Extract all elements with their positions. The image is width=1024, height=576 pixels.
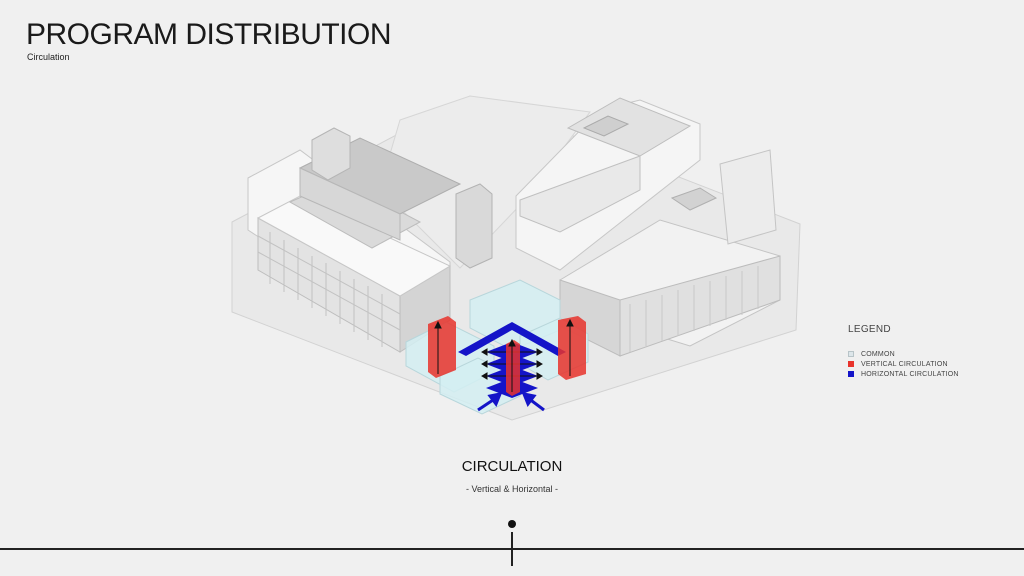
- legend-item-horizontal: HORIZONTAL CIRCULATION: [848, 369, 959, 379]
- legend-title: LEGEND: [848, 324, 891, 335]
- legend: LEGEND COMMON VERTICAL CIRCULATION HORIZ…: [848, 324, 959, 379]
- timeline-tick: [511, 532, 513, 566]
- right-building: [515, 97, 781, 357]
- caption-subtitle: - Vertical & Horizontal -: [465, 484, 559, 494]
- page-subtitle: Circulation: [27, 52, 70, 62]
- legend-swatch-common: [848, 351, 854, 357]
- page-title: PROGRAM DISTRIBUTION: [26, 18, 392, 51]
- legend-swatch-vertical: [848, 361, 854, 367]
- legend-label-vertical: VERTICAL CIRCULATION: [861, 360, 948, 368]
- legend-item-common: COMMON: [848, 349, 959, 359]
- right-facade-windows: [629, 266, 759, 352]
- vertical-circulation: [428, 316, 586, 396]
- legend-label-common: COMMON: [861, 350, 895, 358]
- left-building: [247, 127, 493, 353]
- legend-label-horizontal: HORIZONTAL CIRCULATION: [861, 370, 959, 378]
- left-facade-windows: [257, 232, 401, 347]
- vertical-circulation-arrows: [434, 318, 574, 392]
- caption-title: CIRCULATION: [461, 458, 563, 475]
- entrance-arrows: [477, 391, 545, 412]
- legend-item-vertical: VERTICAL CIRCULATION: [848, 359, 959, 369]
- timeline-marker[interactable]: [508, 520, 516, 528]
- legend-swatch-horizontal: [848, 371, 854, 377]
